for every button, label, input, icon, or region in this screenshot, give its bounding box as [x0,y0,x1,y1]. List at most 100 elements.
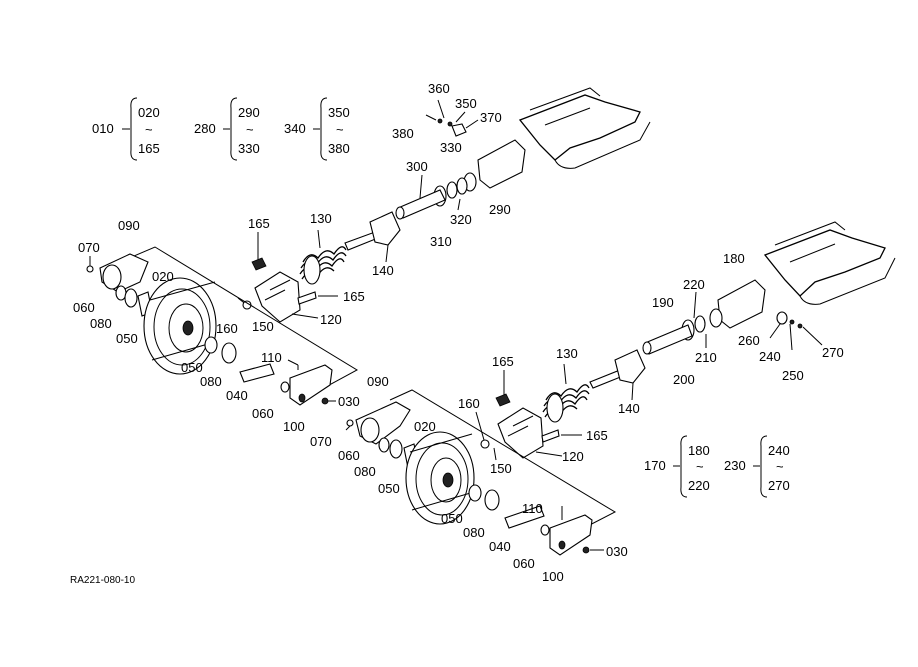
range-from-290: 290 [238,105,260,120]
label-210: 210 [695,350,717,365]
label-050: 050 [116,331,138,346]
label-130: 130 [556,346,578,361]
axle-040 [239,363,275,383]
label-190: 190 [652,295,674,310]
range-tilde: ~ [145,122,153,137]
label-100: 100 [283,419,305,434]
range-tilde: ~ [336,122,344,137]
yoke-290 [477,139,526,189]
label-240: 240 [759,349,781,364]
label-120: 120 [562,449,584,464]
label-160: 160 [216,321,238,336]
label-165: 165 [492,354,514,369]
label-070: 070 [78,240,100,255]
label-320: 320 [450,212,472,227]
label-060: 060 [252,406,274,421]
label-200: 200 [673,372,695,387]
range-group-170: 170 180 ~ 220 [644,435,710,498]
label-060: 060 [338,448,360,463]
label-370: 370 [480,110,502,125]
idler-wheel-right [405,431,475,525]
label-060: 060 [73,300,95,315]
range-tilde: ~ [246,122,254,137]
label-030: 030 [338,394,360,409]
label-050: 050 [378,481,400,496]
label-250: 250 [782,368,804,383]
range-group-280: 280 290 ~ 330 [194,97,260,161]
range-from-350: 350 [328,105,350,120]
spring-130 [299,229,347,285]
label-050: 050 [181,360,203,375]
label-080: 080 [463,525,485,540]
range-group-010: 010 020 ~ 165 [92,97,160,161]
range-tilde: ~ [696,459,704,474]
label-080: 080 [354,464,376,479]
tension-block-120-lower [497,407,544,459]
label-150: 150 [490,461,512,476]
label-150: 150 [252,319,274,334]
label-290: 290 [489,202,511,217]
label-030: 030 [606,544,628,559]
left-assembly: 090 070 020 060 080 050 165 130 300 310 … [73,81,651,434]
label-330: 330 [440,140,462,155]
idler-wheel-left [143,277,217,375]
tension-block-120 [254,271,301,323]
drawing-code: RA221-080-10 [70,575,135,586]
label-090: 090 [118,218,140,233]
label-070: 070 [310,434,332,449]
label-100: 100 [542,569,564,584]
label-080: 080 [90,316,112,331]
label-165: 165 [586,428,608,443]
label-110: 110 [261,350,282,365]
yoke-180 [717,279,766,329]
label-020: 020 [414,419,436,434]
label-260: 260 [738,333,760,348]
label-270: 270 [822,345,844,360]
label-140: 140 [618,401,640,416]
range-to-380: 380 [328,141,350,156]
label-040: 040 [226,388,248,403]
label-110: 110 [522,501,543,516]
label-060: 060 [513,556,535,571]
range-to-220: 220 [688,478,710,493]
range-to-330: 330 [238,141,260,156]
range-tilde: ~ [776,459,784,474]
axle-040-lower [504,505,545,529]
range-ref-170: 170 [644,458,666,473]
label-165: 165 [343,289,365,304]
label-140: 140 [372,263,394,278]
range-group-230: 230 240 ~ 270 [724,435,790,498]
label-120: 120 [320,312,342,327]
spring-130-lower [542,363,590,423]
range-group-340: 340 350 ~ 380 [284,97,350,161]
right-assembly: 090 070 060 080 050 020 160 150 165 130 … [310,221,896,584]
range-ref-280: 280 [194,121,216,136]
range-ref-230: 230 [724,458,746,473]
label-165: 165 [248,216,270,231]
label-130: 130 [310,211,332,226]
range-to-270: 270 [768,478,790,493]
label-220: 220 [683,277,705,292]
label-310: 310 [430,234,452,249]
label-350: 350 [455,96,477,111]
range-to-165: 165 [138,141,160,156]
label-360: 360 [428,81,450,96]
label-050: 050 [441,511,463,526]
adjuster-bracket-140 [369,211,401,246]
range-from-240: 240 [768,443,790,458]
label-090: 090 [367,374,389,389]
range-from-180: 180 [688,443,710,458]
adjuster-bracket-140-lower [614,349,646,384]
label-160: 160 [458,396,480,411]
track-frame-upper [518,94,641,161]
track-frame-lower [763,229,886,297]
label-040: 040 [489,539,511,554]
label-300: 300 [406,159,428,174]
label-380: 380 [392,126,414,141]
range-ref-340: 340 [284,121,306,136]
label-180: 180 [723,251,745,266]
label-080: 080 [200,374,222,389]
range-from-020: 020 [138,105,160,120]
